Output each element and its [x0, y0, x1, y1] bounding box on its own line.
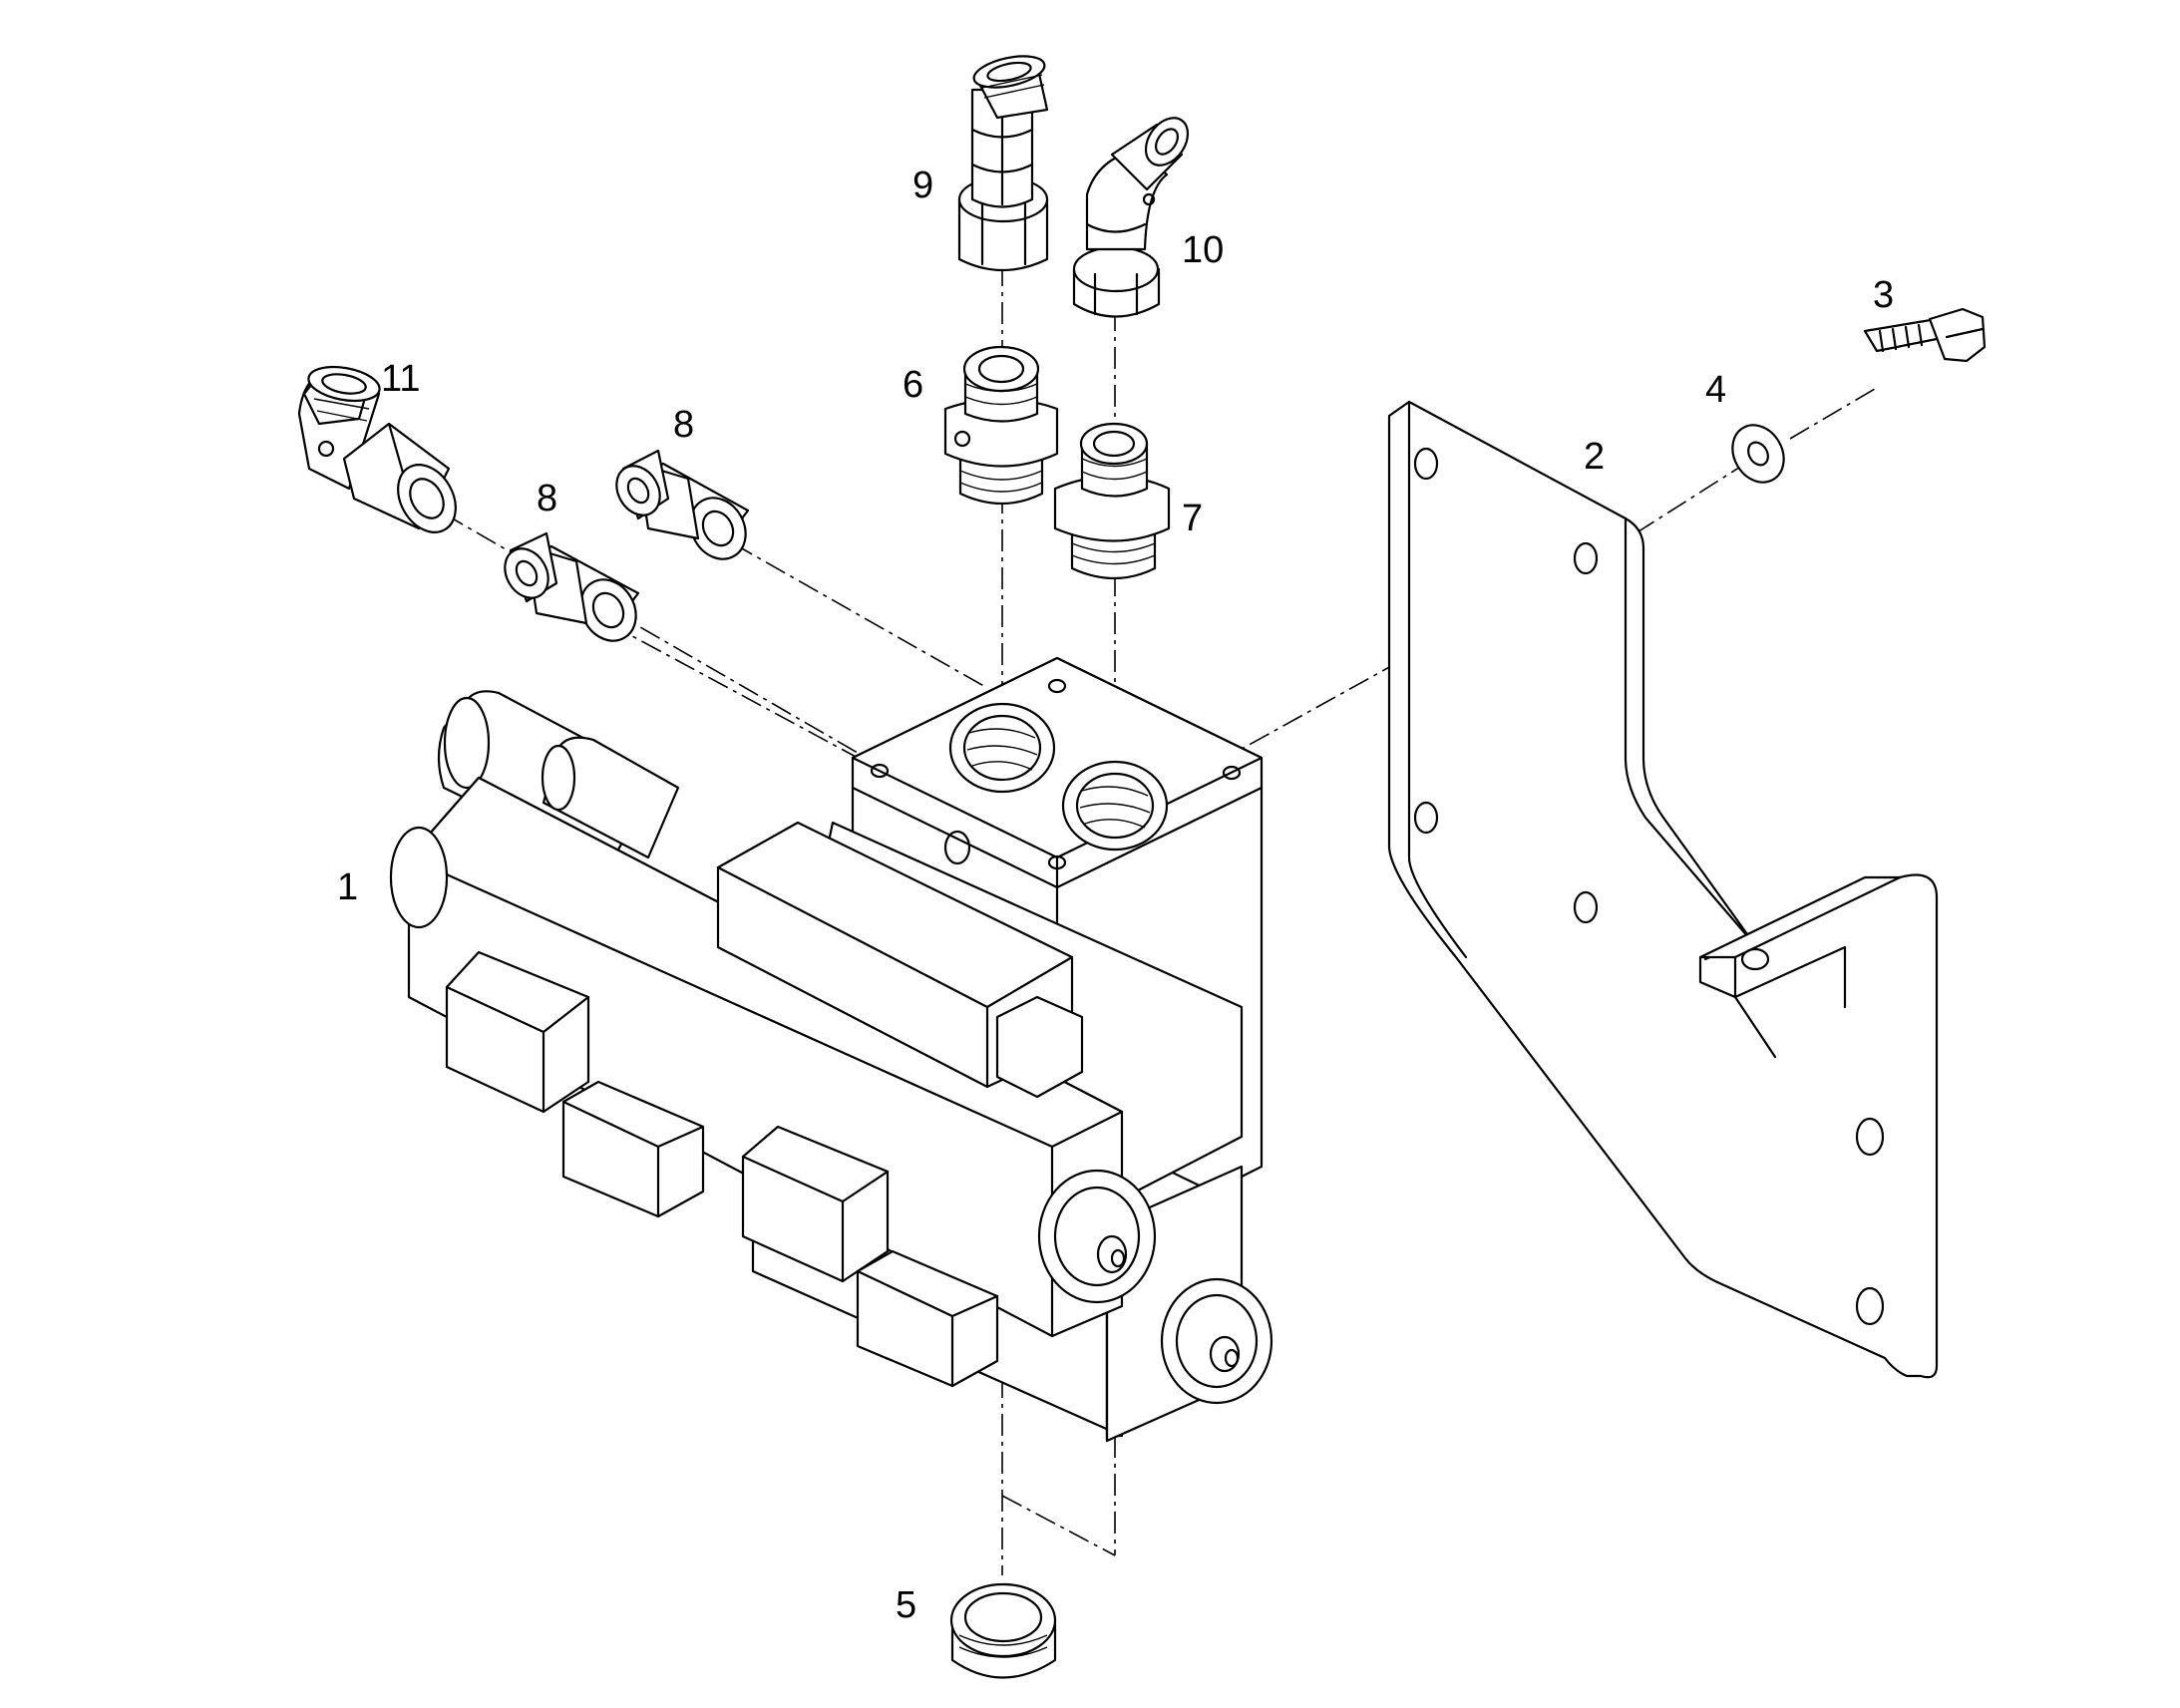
callout-1: 1 — [337, 866, 358, 908]
washer — [1731, 424, 1785, 484]
elbow-fitting-11 — [297, 365, 457, 533]
plug — [949, 1582, 1057, 1679]
straight-fitting-6 — [943, 345, 1059, 506]
callout-2: 2 — [1584, 436, 1605, 478]
callout-11: 11 — [381, 358, 420, 400]
callout-3: 3 — [1873, 274, 1894, 316]
callout-5: 5 — [896, 1584, 916, 1626]
callout-8-upper: 8 — [673, 404, 694, 446]
fitting-8-upper — [615, 449, 750, 560]
callout-10: 10 — [1182, 229, 1224, 271]
callout-9: 9 — [912, 165, 933, 206]
mounting-bracket — [1387, 400, 1939, 1379]
callout-8-lower: 8 — [537, 478, 557, 519]
valve-assembly — [389, 656, 1273, 1443]
elbow-fitting-10 — [1072, 117, 1190, 318]
callout-7: 7 — [1182, 498, 1203, 539]
callout-6: 6 — [903, 364, 923, 406]
callout-labels: 1 2 3 4 5 6 7 8 8 9 10 11 — [337, 165, 1894, 1626]
bolt — [1863, 307, 1987, 363]
fitting-8-lower — [504, 531, 640, 642]
straight-fitting-7 — [1053, 422, 1171, 580]
elbow-fitting-9 — [957, 55, 1049, 272]
callout-4: 4 — [1705, 369, 1726, 411]
